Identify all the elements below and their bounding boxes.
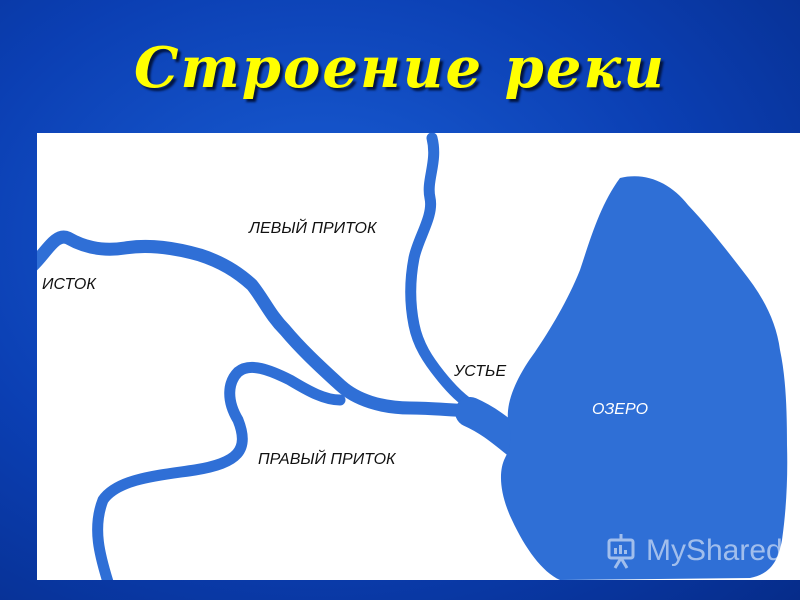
- presentation-board-icon: [607, 534, 635, 569]
- label-mouth: УСТЬЕ: [454, 363, 507, 380]
- right-tributary: [92, 362, 346, 580]
- main-river: [37, 230, 527, 445]
- lake: [501, 176, 788, 580]
- label-lake: ОЗЕРО: [592, 401, 649, 418]
- river-map: ИСТОК ЛЕВЫЙ ПРИТОК УСТЬЕ ОЗЕРО ПРАВЫЙ ПР…: [37, 133, 800, 580]
- slide-title: Строение реки: [133, 35, 667, 101]
- label-source: ИСТОК: [42, 276, 96, 293]
- label-right-tributary: ПРАВЫЙ ПРИТОК: [258, 451, 396, 468]
- watermark-text: MyShared: [646, 534, 783, 567]
- left-tributary: [405, 133, 484, 416]
- watermark: MyShared: [606, 532, 783, 570]
- label-left-tributary: ЛЕВЫЙ ПРИТОК: [249, 220, 377, 237]
- river-diagram: [37, 133, 788, 580]
